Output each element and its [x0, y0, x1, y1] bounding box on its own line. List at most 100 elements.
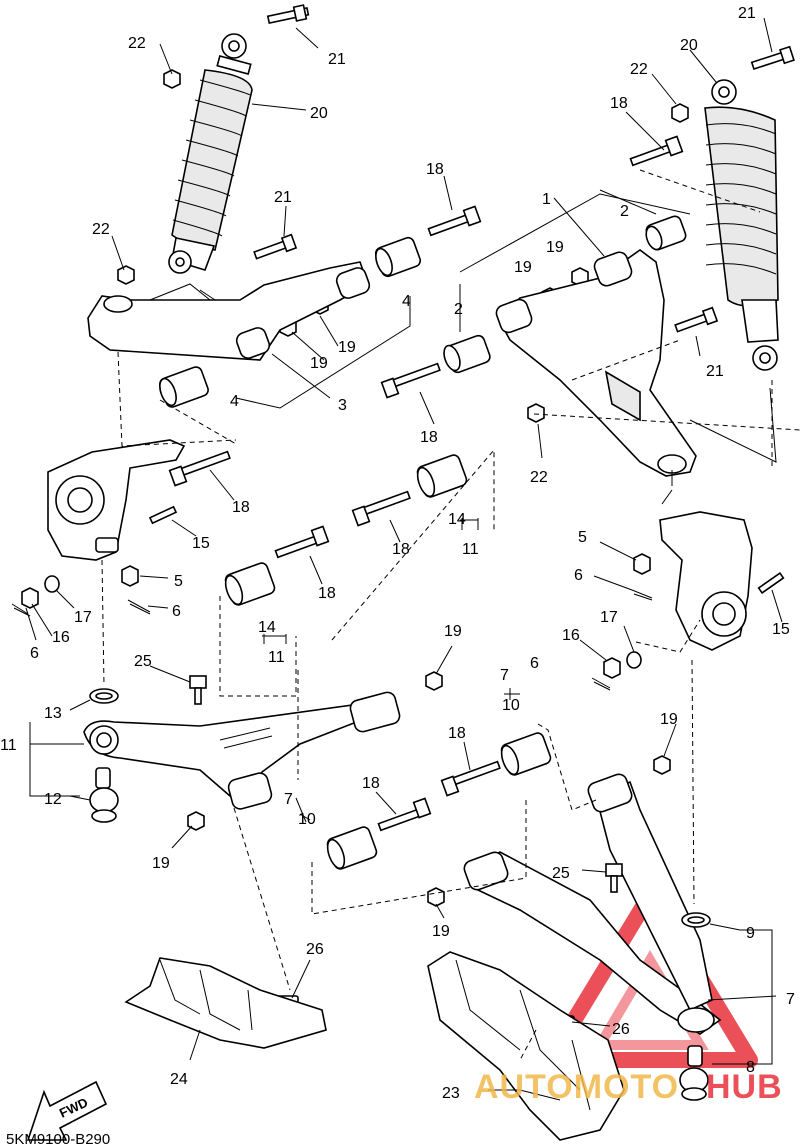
- nut-16-left: [21, 587, 39, 609]
- callout-18: 18: [448, 725, 466, 742]
- callout-14: 14: [258, 619, 276, 636]
- cotter-pin-6-c: [631, 589, 653, 601]
- callout-15: 15: [772, 621, 790, 638]
- bushing-10-right: [500, 732, 552, 776]
- cotter-pin-6-b: [127, 599, 151, 615]
- guard-23: [427, 951, 625, 1141]
- callout-18: 18: [392, 541, 410, 558]
- nut-22-a: [163, 69, 181, 89]
- cotter-pin-6-a: [11, 603, 31, 617]
- watermark-text: AUTOMOTO HUB: [474, 1068, 782, 1106]
- callout-5: 5: [174, 573, 183, 590]
- callout-6: 6: [530, 655, 539, 672]
- callout-5: 5: [578, 529, 587, 546]
- callout-18: 18: [420, 429, 438, 446]
- callout-22: 22: [530, 469, 548, 486]
- bushing-4-lower: [159, 366, 209, 408]
- callout-25: 25: [134, 653, 152, 670]
- callout-18: 18: [362, 775, 380, 792]
- bushing-10-left: [326, 826, 378, 870]
- callout-18: 18: [232, 499, 250, 516]
- upper-arm-left: [87, 261, 371, 361]
- callout-6: 6: [574, 567, 583, 584]
- bolt-18-mid: [380, 362, 441, 399]
- bolt-18-upper-right: [629, 135, 684, 167]
- callout-6: 6: [172, 603, 181, 620]
- bolt-21-top-left: [266, 4, 310, 25]
- bushing-14-right: [416, 454, 468, 498]
- callout-20: 20: [310, 105, 328, 122]
- bolt-18-bottom: [377, 797, 432, 832]
- callout-14: 14: [448, 511, 466, 528]
- callout-19: 19: [660, 711, 678, 728]
- callout-26: 26: [306, 941, 324, 958]
- callout-24: 24: [170, 1071, 188, 1088]
- knuckle-right: [659, 511, 753, 651]
- callout-19: 19: [338, 339, 356, 356]
- callout-19: 19: [444, 623, 462, 640]
- lower-arm-right: [463, 773, 722, 1035]
- callout-11: 11: [462, 541, 479, 558]
- callout-16: 16: [562, 627, 580, 644]
- circlip-13: [89, 688, 119, 704]
- bolt-15-left: [148, 505, 178, 525]
- forward-arrow: FWD: [26, 1080, 108, 1141]
- callout-22: 22: [128, 35, 146, 52]
- callout-22: 22: [92, 221, 110, 238]
- callout-6: 6: [30, 645, 39, 662]
- castle-nut-5-left: [121, 565, 139, 587]
- callout-17: 17: [74, 609, 92, 626]
- callout-labels: 22 21 20 22 21 18 1 2 21 20 22 18 19 19 …: [0, 5, 795, 1102]
- callout-7: 7: [284, 791, 293, 808]
- upper-arm-right: [495, 249, 697, 477]
- nut-19-e: [425, 671, 443, 691]
- bolt-21-right-mid: [674, 306, 719, 333]
- callout-7: 7: [786, 991, 795, 1008]
- callout-23: 23: [442, 1085, 460, 1102]
- bolt-25-left: [189, 675, 207, 705]
- callout-18: 18: [426, 161, 444, 178]
- callout-15: 15: [192, 535, 210, 552]
- bolt-15-right: [757, 571, 785, 595]
- cotter-pin-6-d: [591, 677, 611, 691]
- callout-16: 16: [52, 629, 70, 646]
- callout-13: 13: [44, 705, 62, 722]
- ball-joint-left: [89, 767, 119, 823]
- callout-25: 25: [552, 865, 570, 882]
- callout-10: 10: [502, 697, 520, 714]
- callout-21: 21: [328, 51, 346, 68]
- bolt-18-upper-center: [427, 205, 482, 237]
- callout-2: 2: [620, 203, 629, 220]
- leader-lines: [25, 17, 800, 1101]
- nut-19-g: [187, 811, 205, 831]
- callout-11: 11: [0, 737, 17, 754]
- nut-19-h: [427, 887, 445, 907]
- callout-1: 1: [542, 191, 551, 208]
- callout-9: 9: [746, 925, 755, 942]
- castle-nut-5-right: [633, 553, 651, 575]
- guard-24: [124, 957, 327, 1049]
- left-shock-absorber: [168, 33, 253, 274]
- knuckle-left: [47, 439, 186, 561]
- bolt-18-lower-right: [440, 760, 501, 797]
- callout-26: 26: [612, 1021, 630, 1038]
- bushing-2-upper: [645, 215, 687, 251]
- callout-19: 19: [152, 855, 170, 872]
- washer-17-left: [44, 575, 60, 593]
- bolt-21-top-right: [750, 45, 795, 71]
- callout-19: 19: [432, 923, 450, 940]
- bolt-25-right: [605, 863, 623, 893]
- callout-19: 19: [514, 259, 532, 276]
- callout-3: 3: [338, 397, 347, 414]
- bolt-21-left-mid: [253, 233, 298, 260]
- nut-22-b: [671, 103, 689, 123]
- callout-18: 18: [318, 585, 336, 602]
- callout-12: 12: [44, 791, 62, 808]
- callout-21: 21: [274, 189, 292, 206]
- callout-7: 7: [500, 667, 509, 684]
- diagram-part-code: 5KM9100-B290: [6, 1131, 110, 1148]
- callout-21: 21: [706, 363, 724, 380]
- callout-4: 4: [402, 293, 411, 310]
- callout-20: 20: [680, 37, 698, 54]
